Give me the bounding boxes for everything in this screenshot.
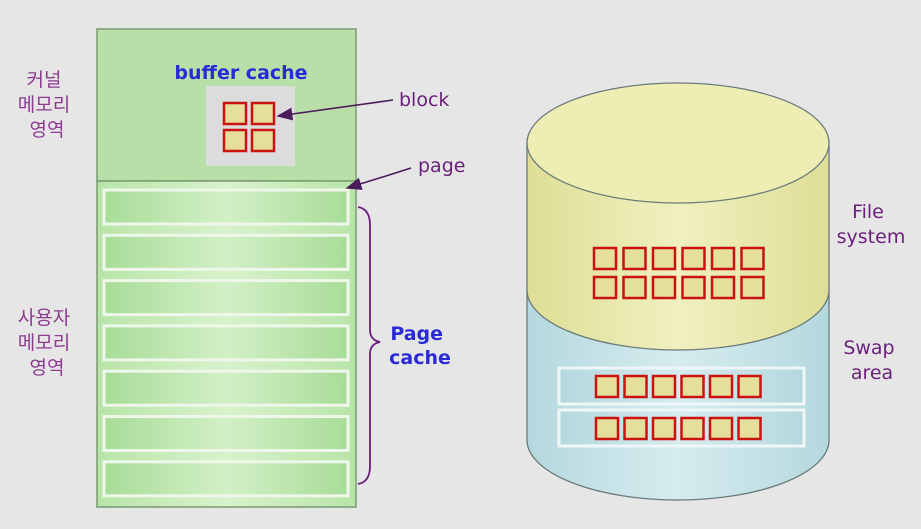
swap-block [651,374,677,399]
file-system-block [592,275,618,300]
swap-area-label: Swap area [843,337,900,384]
file-system-block [681,246,706,271]
page-cache-row [102,415,350,452]
file-system-block [622,275,647,300]
swap-block [623,374,648,399]
file-system-block [681,275,706,300]
swap-block [623,416,648,441]
page-cache-row [102,188,350,226]
page-cache-row [102,369,350,407]
page-cache-row [102,460,350,498]
block-label: block [399,89,449,111]
swap-block [708,416,734,441]
swap-block [651,416,677,441]
buffer-block [250,101,276,126]
swap-block [594,416,620,441]
swap-area-label-line-2: area [851,362,893,384]
user-label-line-2: 메모리 [18,332,70,354]
block-arrow [276,99,394,121]
file-system-block [622,246,647,271]
buffer-blocks [222,101,276,153]
kernel-label-line-2: 메모리 [18,94,70,116]
page-cache-label: Page cache [389,323,451,369]
page-cache-rows [102,188,350,498]
file-system-label: File system [837,201,906,248]
file-system-block [740,275,765,300]
swap-area-label-line-1: Swap [843,337,894,359]
memory-diagram: buffer cache 커널 메모리 영역 사용자 메모리 영역 block … [18,28,465,508]
file-system-blocks [592,246,765,300]
buffer-block [250,128,276,153]
user-memory-label: 사용자 메모리 영역 [18,307,77,379]
page-cache-row [102,279,350,317]
swap-block [737,374,762,399]
swap-rows [557,366,806,448]
file-system-block [651,275,677,300]
page-cache-row [102,233,350,271]
buffer-block [222,101,248,126]
file-system-label-line-1: File [852,201,884,223]
swap-block [737,416,762,441]
page-cache-label-line-2: cache [389,347,451,369]
page-label: page [418,155,465,177]
file-system-block [710,246,736,271]
swap-block [594,374,620,399]
kernel-memory-label: 커널 메모리 영역 [18,69,77,141]
kernel-label-line-3: 영역 [30,119,65,141]
file-system-block [651,246,677,271]
swap-block [708,374,734,399]
page-cache-brace [357,206,381,485]
swap-block [680,374,705,399]
swap-block [680,416,705,441]
disk-top [526,82,830,204]
buffer-cache-box [206,86,295,166]
buffer-block [222,128,248,153]
file-system-block [710,275,736,300]
page-cache-label-line-1: Page [390,323,443,345]
file-system-block [740,246,765,271]
user-label-line-3: 영역 [30,357,65,379]
disk-diagram: File system Swap area [526,82,906,501]
kernel-label-line-1: 커널 [26,69,61,91]
user-label-line-1: 사용자 [18,307,70,329]
file-system-label-line-2: system [837,226,906,248]
page-cache-row [102,324,350,362]
file-system-block [592,246,618,271]
buffer-cache-label: buffer cache [174,62,307,84]
page-arrow [345,167,412,190]
